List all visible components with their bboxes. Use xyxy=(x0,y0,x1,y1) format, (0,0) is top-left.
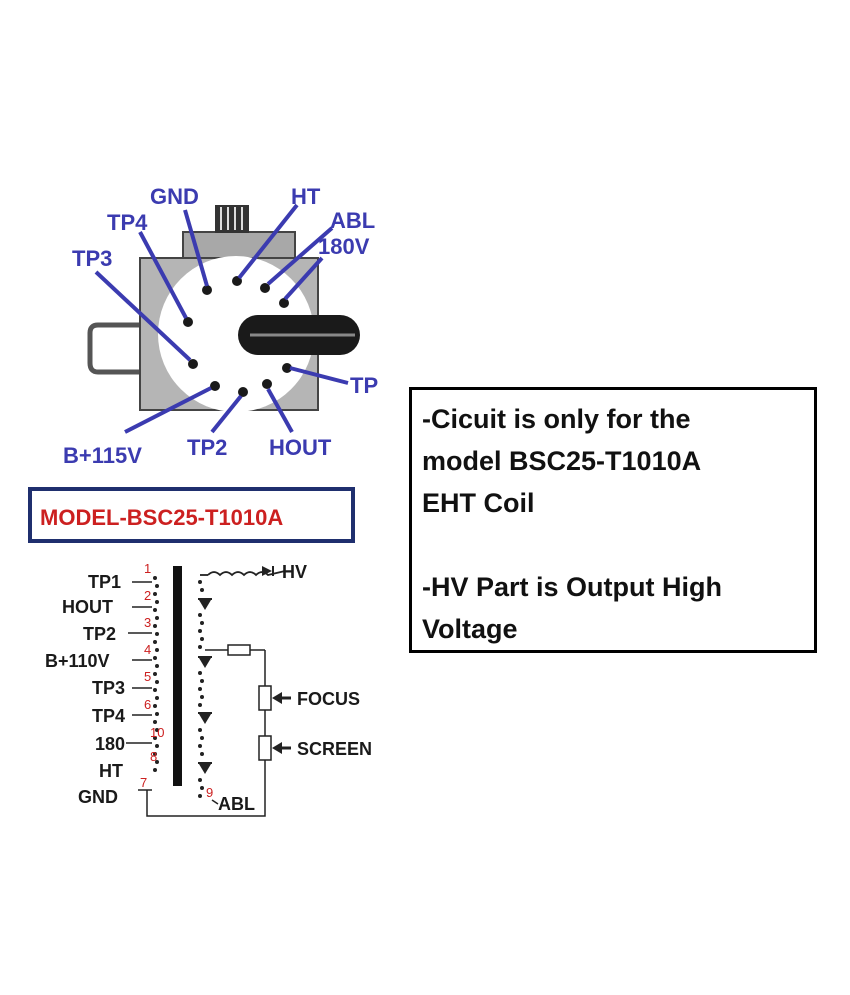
label-abl: ABL xyxy=(330,208,375,233)
secondary-winding xyxy=(198,566,291,805)
screen-pot xyxy=(258,735,272,761)
label-tp3: TP3 xyxy=(72,246,112,271)
note-line-1: -Cicuit is only for the xyxy=(422,404,691,434)
pin-num-5: 5 xyxy=(144,669,151,684)
sch-label-tp3: TP3 xyxy=(92,678,125,698)
label-180v: 180V xyxy=(318,234,370,259)
note-line-5: Voltage xyxy=(422,614,518,644)
sch-label-tp1: TP1 xyxy=(88,572,121,592)
label-gnd: GND xyxy=(150,184,199,209)
note-line-2: model BSC25-T1010A xyxy=(422,446,702,476)
pin-num-3: 3 xyxy=(144,615,151,630)
focus-label: FOCUS xyxy=(297,689,360,709)
screen-label: SCREEN xyxy=(297,739,372,759)
pin-num-1: 1 xyxy=(144,561,151,576)
label-tp2: TP2 xyxy=(187,435,227,460)
pin-num-7: 7 xyxy=(140,775,147,790)
pin-num-9: 9 xyxy=(206,785,213,800)
model-label: MODEL-BSC25-T1010A xyxy=(40,505,283,530)
pin-num-4: 4 xyxy=(144,642,151,657)
sch-label-tp4: TP4 xyxy=(92,706,125,726)
schematic-pin-numbers: 1 2 3 4 5 6 10 8 7 9 xyxy=(140,561,213,800)
note-line-3: EHT Coil xyxy=(422,488,535,518)
hv-label: HV xyxy=(282,562,307,582)
label-tp1: TP xyxy=(350,373,378,398)
sch-label-tp2: TP2 xyxy=(83,624,116,644)
label-ht: HT xyxy=(291,184,321,209)
sch-label-180: 180 xyxy=(95,734,125,754)
schematic-pin-labels: TP1 HOUT TP2 B+110V TP3 TP4 180 HT GND xyxy=(45,572,125,807)
sch-label-gnd: GND xyxy=(78,787,118,807)
pin-pointers xyxy=(94,203,349,434)
label-b115v: B+115V xyxy=(63,443,142,468)
sch-label-b110v: B+110V xyxy=(45,651,110,671)
sch-label-hout: HOUT xyxy=(62,597,113,617)
note-line-4: -HV Part is Output High xyxy=(422,572,722,602)
primary-winding xyxy=(153,576,159,772)
pin-num-6: 6 xyxy=(144,697,151,712)
transformer-core xyxy=(173,566,182,786)
pin-labels: GND HT ABL 180V TP4 TP3 TP B+115V TP2 HO… xyxy=(63,184,378,468)
notes-box: -Cicuit is only for the model BSC25-T101… xyxy=(409,387,817,653)
diodes xyxy=(198,598,212,774)
pin-base xyxy=(158,256,314,412)
pin-num-10: 10 xyxy=(150,725,164,740)
label-hout: HOUT xyxy=(269,435,332,460)
abl-label: ABL xyxy=(218,794,255,814)
mounting-bracket xyxy=(87,322,140,375)
sch-label-ht: HT xyxy=(99,761,123,781)
hv-diode xyxy=(262,566,272,576)
schematic: TP1 HOUT TP2 B+110V TP3 TP4 180 HT GND 1… xyxy=(45,561,372,817)
pins xyxy=(183,276,292,397)
focus-pot xyxy=(258,685,272,711)
pin-num-8: 8 xyxy=(150,749,157,764)
pin-num-2: 2 xyxy=(144,588,151,603)
label-tp4: TP4 xyxy=(107,210,148,235)
model-label-box: MODEL-BSC25-T1010A xyxy=(28,487,355,543)
